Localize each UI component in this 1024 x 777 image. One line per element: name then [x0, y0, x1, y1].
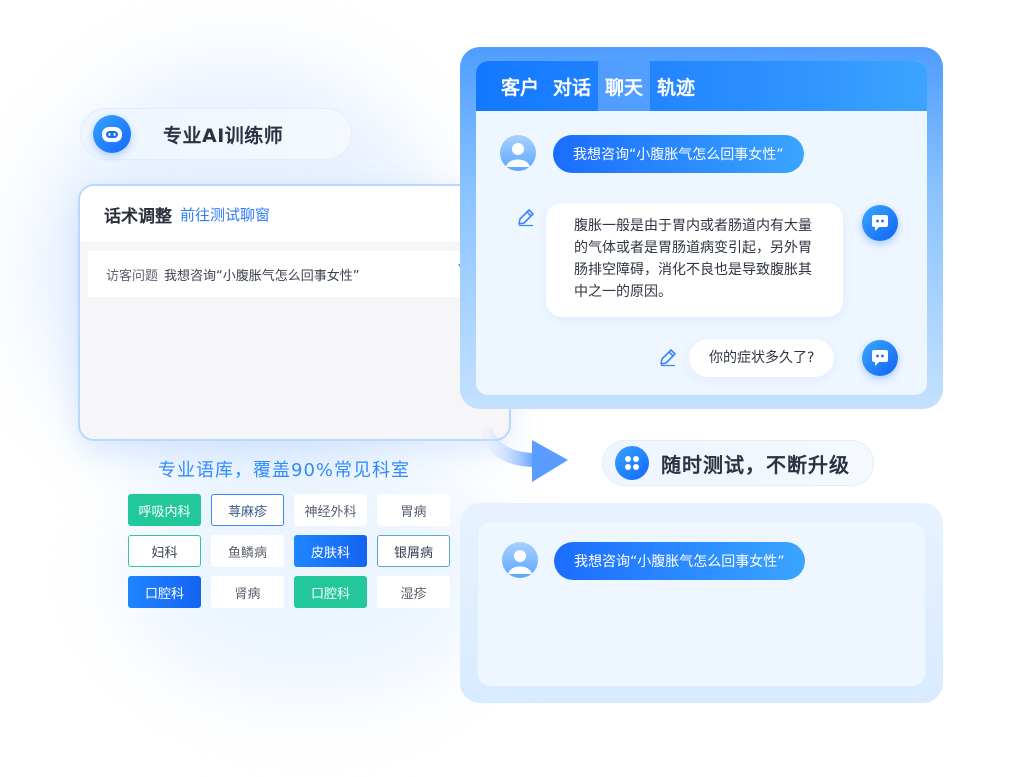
- edit-pencil-icon[interactable]: [658, 347, 678, 367]
- chat-tab-3[interactable]: 轨迹: [657, 76, 696, 99]
- chat-tab-2[interactable]: 聊天: [598, 61, 651, 111]
- department-tag[interactable]: 皮肤科: [294, 535, 367, 567]
- user-message-bubble: 我想咨询“小腹胀气怎么回事女性”: [553, 135, 804, 173]
- go-to-test-chat-link[interactable]: 前往测试聊窗: [180, 205, 271, 224]
- robot-icon: [93, 115, 131, 153]
- bot-chat-icon: [862, 205, 898, 241]
- department-tag[interactable]: 呼吸内科: [128, 494, 201, 526]
- visitor-question-value: 我想咨询“小腹胀气怎么回事女性”: [164, 268, 360, 284]
- chat-panel: 客户对话聊天轨迹 我想咨询“小腹胀气怎么回事女性” 腹胀一般是由于胃内或者肠道内…: [460, 47, 943, 409]
- chat-window: 客户对话聊天轨迹 我想咨询“小腹胀气怎么回事女性” 腹胀一般是由于胃内或者肠道内…: [476, 61, 927, 395]
- bot-chat-icon: [862, 340, 898, 376]
- department-tag[interactable]: 口腔科: [128, 576, 201, 608]
- bot-reply-line: 中之一的原因。: [574, 284, 672, 300]
- bot-question-bubble: 你的症状多久了?: [689, 339, 835, 377]
- bot-reply-line: 的气体或者是胃肠道病变引起，另外胃: [574, 240, 812, 256]
- curved-arrow-right-icon: [482, 428, 568, 482]
- department-tag[interactable]: 口腔科: [294, 576, 367, 608]
- test-upgrade-label: 随时测试，不断升级: [661, 452, 850, 477]
- test-upgrade-badge: 随时测试，不断升级: [602, 440, 874, 486]
- department-tags: 呼吸内科荨麻疹神经外科胃病妇科鱼鳞病皮肤科银屑病口腔科肾病口腔科湿疹: [128, 494, 452, 608]
- background-glow: [120, 440, 500, 700]
- chat-tab-0[interactable]: 客户: [501, 76, 540, 99]
- bot-reply-line: 肠排空障碍，消化不良也是导致腹胀其: [574, 262, 812, 278]
- chat-tab-1[interactable]: 对话: [553, 76, 592, 99]
- script-panel-title: 话术调整: [104, 206, 172, 227]
- test-chat-window: 我想咨询“小腹胀气怎么回事女性”: [477, 521, 926, 687]
- user-message-bubble: 我想咨询“小腹胀气怎么回事女性”: [554, 542, 805, 580]
- department-tag[interactable]: 神经外科: [294, 494, 367, 526]
- ai-trainer-label: 专业AI训练师: [163, 124, 284, 147]
- script-adjust-panel: 话术调整 前往测试聊窗 访客问题 我想咨询“小腹胀气怎么回事女性”: [78, 184, 511, 441]
- department-tag[interactable]: 荨麻疹: [211, 494, 284, 526]
- test-chat-panel: 我想咨询“小腹胀气怎么回事女性”: [460, 503, 943, 703]
- bot-reply-bubble: 腹胀一般是由于胃内或者肠道内有大量的气体或者是胃肠道病变引起，另外胃肠排空障碍，…: [546, 203, 843, 317]
- bot-reply-line: 腹胀一般是由于胃内或者肠道内有大量: [574, 218, 812, 234]
- corpus-title: 专业语库，覆盖90%常见科室: [158, 460, 411, 481]
- department-tag[interactable]: 银屑病: [377, 535, 450, 567]
- department-tag[interactable]: 湿疹: [377, 576, 450, 608]
- visitor-question-row[interactable]: 访客问题 我想咨询“小腹胀气怎么回事女性”: [88, 251, 499, 297]
- department-tag[interactable]: 肾病: [211, 576, 284, 608]
- department-tag[interactable]: 鱼鳞病: [211, 535, 284, 567]
- ai-trainer-badge: 专业AI训练师: [80, 108, 352, 160]
- user-avatar: [500, 135, 536, 171]
- apps-grid-icon: [615, 446, 649, 480]
- chat-tab-bar: 客户对话聊天轨迹: [476, 61, 927, 111]
- edit-pencil-icon[interactable]: [516, 207, 536, 227]
- visitor-question-label: 访客问题: [106, 268, 159, 284]
- department-tag[interactable]: 妇科: [128, 535, 201, 567]
- script-panel-header: 话术调整 前往测试聊窗: [80, 186, 509, 242]
- user-avatar: [502, 542, 538, 578]
- department-tag[interactable]: 胃病: [377, 494, 450, 526]
